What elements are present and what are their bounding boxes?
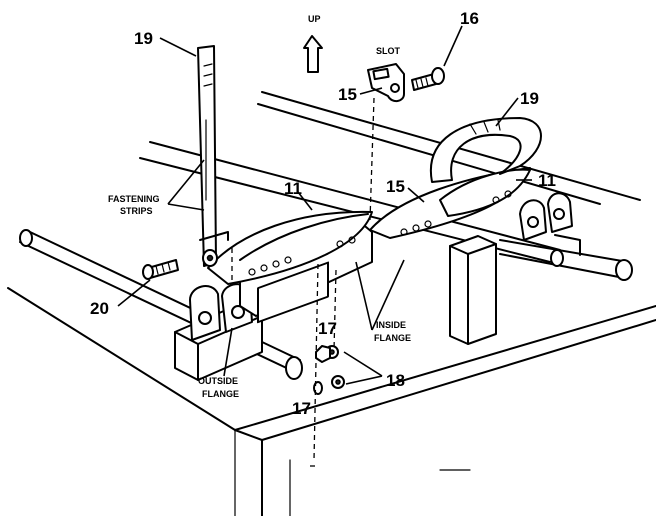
table-base (7, 287, 656, 516)
fastening-strip-left (197, 45, 229, 267)
callout-19-right: 19 (520, 89, 539, 108)
inside-flange-label-1: INSIDE (376, 320, 406, 330)
hardware-17-18 (313, 345, 345, 395)
screw-16 (411, 67, 445, 91)
left-cradle (174, 210, 373, 381)
screw-20 (142, 259, 179, 280)
callout-11-left: 11 (284, 179, 302, 198)
assembly-lines (231, 97, 375, 467)
slot-label: SLOT (376, 46, 401, 56)
callout-18: 18 (386, 371, 405, 390)
up-arrow-icon (303, 35, 323, 73)
inside-flange-label-2: FLANGE (374, 333, 411, 343)
slot-bracket (367, 63, 405, 102)
leader-lines (117, 25, 532, 385)
callout-15-top: 15 (338, 85, 357, 104)
callout-17-top: 17 (318, 319, 337, 338)
fastening-strips-label-2: STRIPS (120, 206, 153, 216)
callout-16: 16 (460, 9, 479, 28)
callout-20: 20 (90, 299, 109, 318)
callout-17-bottom: 17 (292, 399, 311, 418)
outside-flange-label-2: FLANGE (202, 389, 239, 399)
callout-11-right: 11 (538, 171, 556, 190)
fastening-strips-label-1: FASTENING (108, 194, 160, 204)
up-label: UP (308, 14, 321, 24)
callout-19-left: 19 (134, 29, 153, 48)
right-cradle (369, 117, 573, 345)
callout-15-mid: 15 (386, 177, 405, 196)
outside-flange-label-1: OUTSIDE (198, 376, 238, 386)
